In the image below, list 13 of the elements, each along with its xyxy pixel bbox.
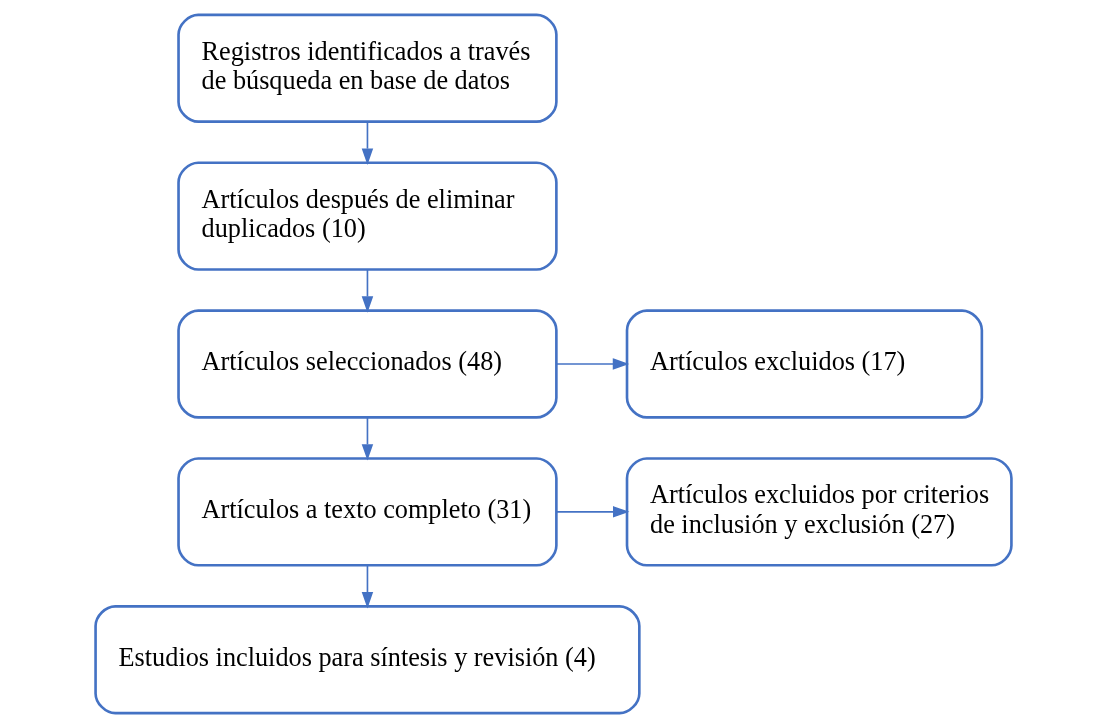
arrow <box>555 358 630 370</box>
node-box: Estudios incluidos para síntesis y revisión (4) <box>94 605 641 715</box>
node-box: Artículos después de eliminar duplicados (10) <box>177 161 558 271</box>
node-box: Artículos excluidos (17) <box>625 309 984 419</box>
node-box: Artículos excluidos por criterios de inclusión y exclusión (27) <box>625 457 1013 567</box>
arrow <box>361 564 374 609</box>
node-box: Artículos a texto completo (31) <box>177 457 558 567</box>
arrow <box>361 121 374 165</box>
arrow <box>361 417 374 461</box>
node-box: Registros identificados a través de búsqueda en base de datos <box>177 13 558 123</box>
node-box: Artículos seleccionados (48) <box>177 309 558 419</box>
arrow <box>555 506 630 518</box>
arrow <box>361 269 374 313</box>
